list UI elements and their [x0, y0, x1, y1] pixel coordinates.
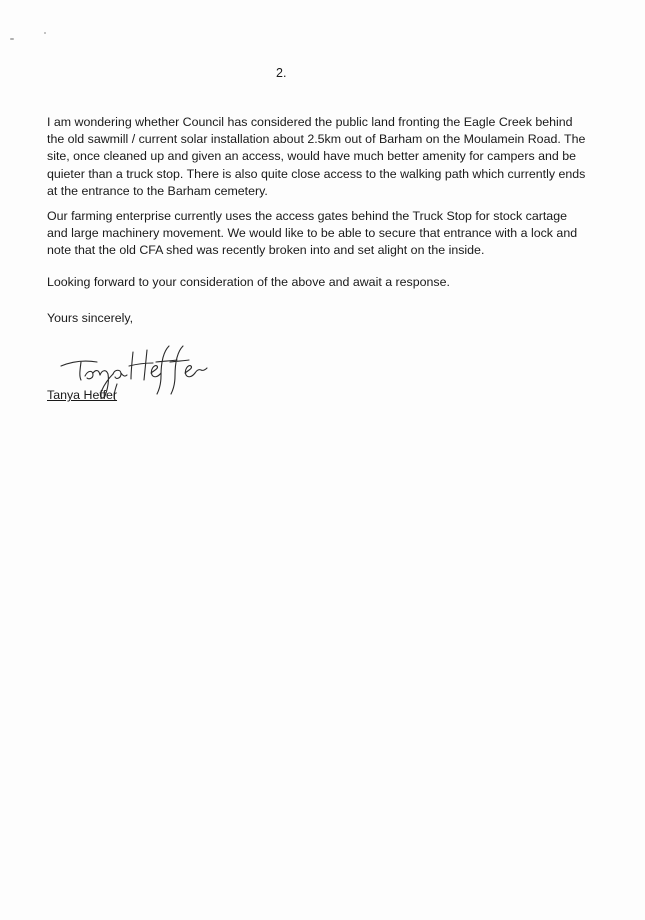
body-paragraph-1: I am wondering whether Council has consi…: [47, 115, 586, 198]
closing-salutation: Yours sincerely,: [47, 311, 134, 325]
body-paragraph-2: Our farming enterprise currently uses th…: [47, 209, 578, 258]
handwritten-signature: [60, 345, 208, 401]
scan-artifact: [44, 32, 46, 34]
signer-name: Tanya Heffer: [47, 388, 118, 402]
page-number: 2.: [276, 66, 287, 80]
scan-artifact: [10, 38, 14, 40]
body-paragraph-3: Looking forward to your consideration of…: [47, 275, 450, 289]
